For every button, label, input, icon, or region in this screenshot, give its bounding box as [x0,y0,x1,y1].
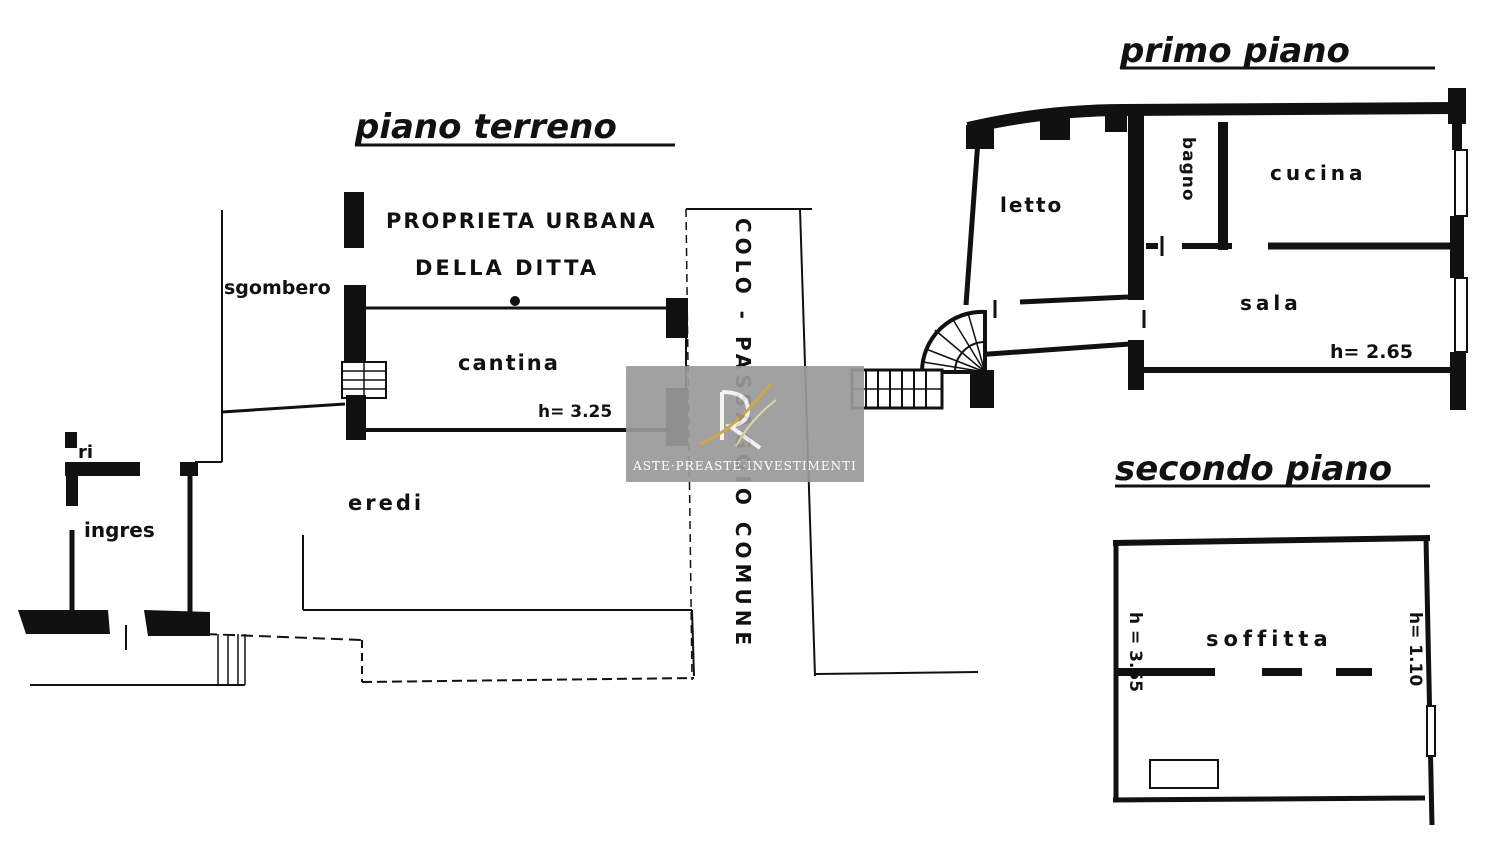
soffitta-height-right: h= 1.10 [1405,612,1425,686]
cantina-stair [341,361,387,399]
wall-segment [344,285,366,363]
second-floor-plan: secondo piano soffitta h = 3.55 h= 1.10 [1112,449,1436,826]
eredi-label: eredi [348,491,424,515]
ingresso-label: ingres [84,518,155,542]
watermark: ASTE·PREASTE·INVESTIMENTI [626,366,864,482]
sala-height-label: h= 2.65 [1330,341,1413,363]
proprieta-label-1: PROPRIETA URBANA [386,209,657,233]
first-floor-title: primo piano [1119,31,1350,71]
wall-segment [344,192,364,248]
skylight [1149,759,1219,789]
cucina-label: cucina [1270,161,1367,185]
first-floor-plan: primo piano [850,31,1468,410]
soffitta-label: soffitta [1206,627,1333,651]
spiral-stair [850,309,994,410]
wall-segment [666,298,688,338]
second-floor-title: secondo piano [1115,449,1392,489]
proprieta-label-2: DELLA DITTA [415,256,599,280]
ground-floor-plan: piano terreno [18,107,979,686]
marker-dot [510,296,520,306]
watermark-panel [626,366,864,482]
letto-label: letto [1000,193,1063,217]
watermark-logo [699,383,777,450]
bagno-label: bagno [1178,137,1198,202]
watermark-text: ASTE·PREASTE·INVESTIMENTI [632,459,857,473]
soffitta-height-left: h = 3.55 [1125,612,1145,692]
sala-label: sala [1240,291,1302,315]
ri-label: ri [78,442,93,463]
cantina-label: cantina [458,351,560,375]
cantina-height-label: h= 3.25 [538,402,612,422]
sgombero-label: sgombero [224,277,331,299]
wall-segment [346,395,366,440]
ground-floor-title: piano terreno [354,107,617,147]
